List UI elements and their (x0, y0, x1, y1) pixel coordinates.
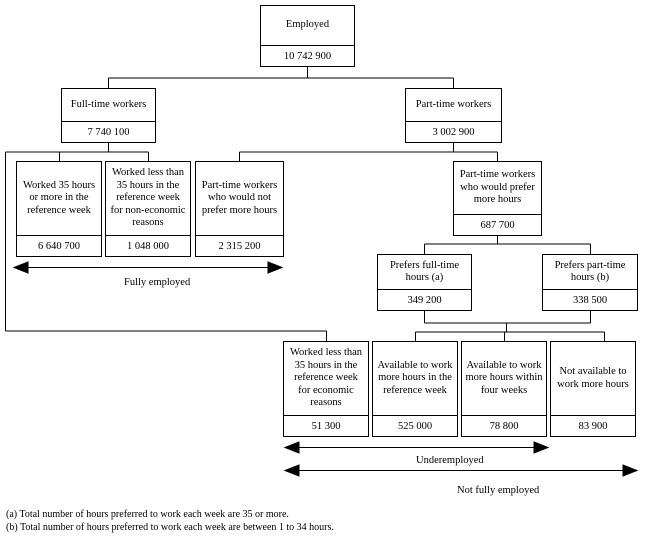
underemployed-label: Underemployed (416, 455, 484, 466)
part-time-label: Part-time workers (415, 98, 492, 110)
available-reference-week-value: 525 000 (373, 415, 457, 436)
not-available-label: Not available to work more hours (557, 366, 629, 390)
prefers-part-time-label: Prefers part-time hours (b) (554, 259, 626, 284)
available-four-weeks-value: 78 800 (462, 415, 546, 436)
employed-box: Employed 10 742 900 (260, 5, 355, 67)
available-four-weeks-box: Available to work more hours within four… (461, 341, 547, 437)
pt-not-prefer-box: Part-time workers who would not prefer m… (195, 161, 284, 257)
worked-less-noneconomic-value: 1 048 000 (106, 235, 190, 256)
not-available-box: Not available to work more hours 83 900 (550, 341, 636, 437)
worked-less-noneconomic-label: Worked less than 35 hours in the referen… (110, 167, 186, 229)
pt-prefer-label: Part-time workers who would prefer more … (459, 169, 536, 206)
worked-less-economic-label: Worked less than 35 hours in the referen… (289, 347, 363, 409)
pt-not-prefer-value: 2 315 200 (196, 235, 283, 256)
full-time-label: Full-time workers (70, 98, 147, 110)
not-available-value: 83 900 (551, 415, 635, 436)
employed-label: Employed (285, 19, 330, 31)
prefers-full-time-value: 349 200 (378, 289, 471, 310)
available-reference-week-label: Available to work more hours in the refe… (377, 359, 453, 396)
prefers-full-time-box: Prefers full-time hours (a) 349 200 (377, 254, 472, 311)
available-four-weeks-label: Available to work more hours within four… (465, 359, 543, 396)
prefers-part-time-value: 338 500 (543, 289, 637, 310)
prefers-full-time-label: Prefers full-time hours (a) (389, 259, 460, 284)
pt-not-prefer-label: Part-time workers who would not prefer m… (201, 179, 278, 216)
pt-prefer-box: Part-time workers who would prefer more … (453, 161, 542, 236)
prefers-part-time-box: Prefers part-time hours (b) 338 500 (542, 254, 638, 311)
worked-less-economic-box: Worked less than 35 hours in the referen… (283, 341, 369, 437)
full-time-box: Full-time workers 7 740 100 (61, 88, 156, 143)
part-time-value: 3 002 900 (406, 121, 501, 142)
not-fully-employed-label: Not fully employed (457, 485, 540, 496)
fully-employed-label: Fully employed (124, 277, 191, 288)
part-time-box: Part-time workers 3 002 900 (405, 88, 502, 143)
pt-prefer-value: 687 700 (454, 214, 541, 235)
worked-35-value: 6 640 700 (17, 235, 101, 256)
full-time-value: 7 740 100 (62, 121, 155, 142)
footnote-b: (b) Total number of hours preferred to w… (6, 522, 334, 533)
footnote-a: (a) Total number of hours preferred to w… (6, 509, 289, 520)
worked-35-box: Worked 35 hours or more in the reference… (16, 161, 102, 257)
worked-35-label: Worked 35 hours or more in the reference… (22, 179, 96, 216)
worked-less-noneconomic-box: Worked less than 35 hours in the referen… (105, 161, 191, 257)
worked-less-economic-value: 51 300 (284, 415, 368, 436)
available-reference-week-box: Available to work more hours in the refe… (372, 341, 458, 437)
employed-value: 10 742 900 (261, 45, 354, 66)
